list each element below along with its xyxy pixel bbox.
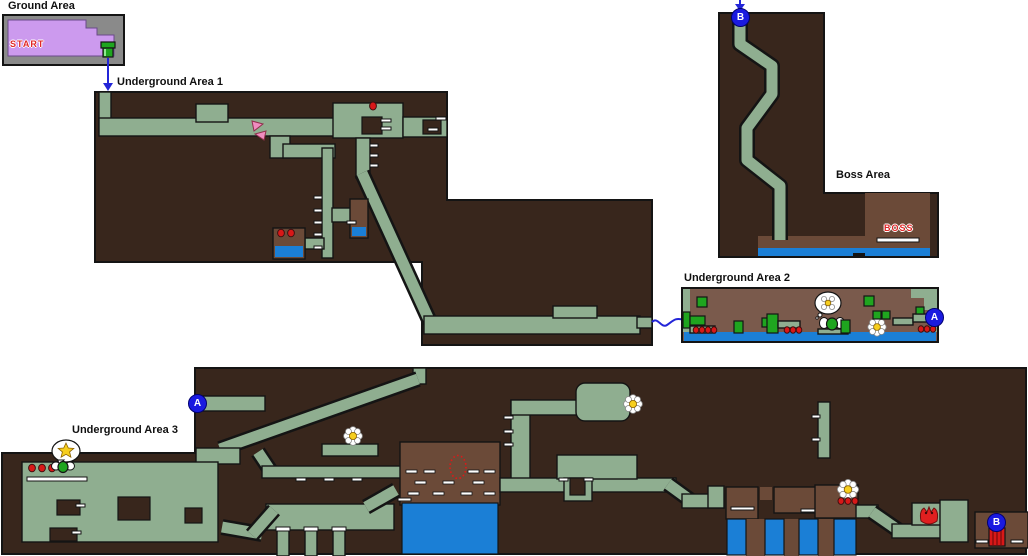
arrow-head [103, 83, 113, 91]
underground-area3-art [1, 367, 1028, 556]
underground-area3-label: Underground Area 3 [72, 424, 178, 436]
ground-to-ua1-arrow [103, 58, 113, 91]
pink-flipper-icon [253, 130, 267, 141]
boss-area-art [718, 12, 939, 258]
start-text: START [10, 39, 45, 49]
ground-area-art [2, 14, 125, 66]
red-tulip-icon [919, 505, 939, 525]
winged-egg-icon [51, 460, 75, 474]
green-block-icon [696, 296, 708, 308]
winged-egg-icon [817, 317, 851, 335]
start-pipe-lip [100, 41, 116, 49]
marker-a-ua3: A [188, 394, 207, 413]
ua3-pool [401, 502, 499, 555]
berry-icon [692, 326, 700, 334]
boss-platform [876, 237, 920, 243]
berry-icon [698, 326, 706, 334]
berry-icon [917, 325, 925, 333]
smiley-flower-icon [867, 317, 887, 337]
start-pipe-body [102, 47, 114, 58]
boss-water [758, 248, 930, 256]
berry-icon [923, 325, 931, 333]
ua1-ua2-link [651, 317, 685, 327]
green-block-icon [863, 295, 875, 307]
ua3-water-room [399, 441, 501, 506]
green-pipe-icon [766, 313, 779, 334]
underground-area2-label: Underground Area 2 [684, 272, 790, 284]
boss-text: BOSS [884, 223, 914, 233]
berry-icon [783, 326, 791, 334]
room-dashes [405, 469, 496, 496]
berry-icon [369, 101, 377, 111]
underground-area1-label: Underground Area 1 [117, 76, 223, 88]
green-block-icon [733, 320, 744, 334]
marker-b-ua3: B [987, 513, 1006, 532]
berry-icon [789, 326, 797, 334]
berry-icon [287, 228, 295, 238]
ground-area-label: Ground Area [8, 0, 75, 12]
smiley-flower-icon [343, 426, 363, 446]
marker-b-shaft: B [731, 8, 750, 27]
flower-thought-bubble-icon [814, 291, 842, 320]
underground-area2-art [681, 287, 939, 343]
underground-area1-art [94, 91, 653, 346]
berry-icon [277, 228, 285, 238]
red-coin-ring-icon [449, 454, 467, 480]
boss-area-label: Boss Area [836, 169, 891, 181]
pink-flipper-icon [251, 120, 265, 132]
arrow-head [735, 4, 745, 11]
berry-icon [844, 497, 852, 505]
berry-icon [38, 463, 46, 473]
berry-icon [837, 497, 845, 505]
berry-icon [795, 326, 803, 334]
smiley-flower-icon [837, 478, 860, 500]
ua2-water [684, 332, 936, 341]
smiley-flower-icon [623, 394, 643, 414]
berry-icon [28, 463, 36, 473]
berry-icon [704, 326, 712, 334]
ground-interior [7, 19, 115, 57]
marker-a-ua2: A [925, 308, 944, 327]
red-pipe-icon [988, 527, 1006, 547]
berry-icon [851, 497, 859, 505]
shaft-entry-arrow [735, 0, 745, 11]
berry-icon [710, 326, 718, 334]
